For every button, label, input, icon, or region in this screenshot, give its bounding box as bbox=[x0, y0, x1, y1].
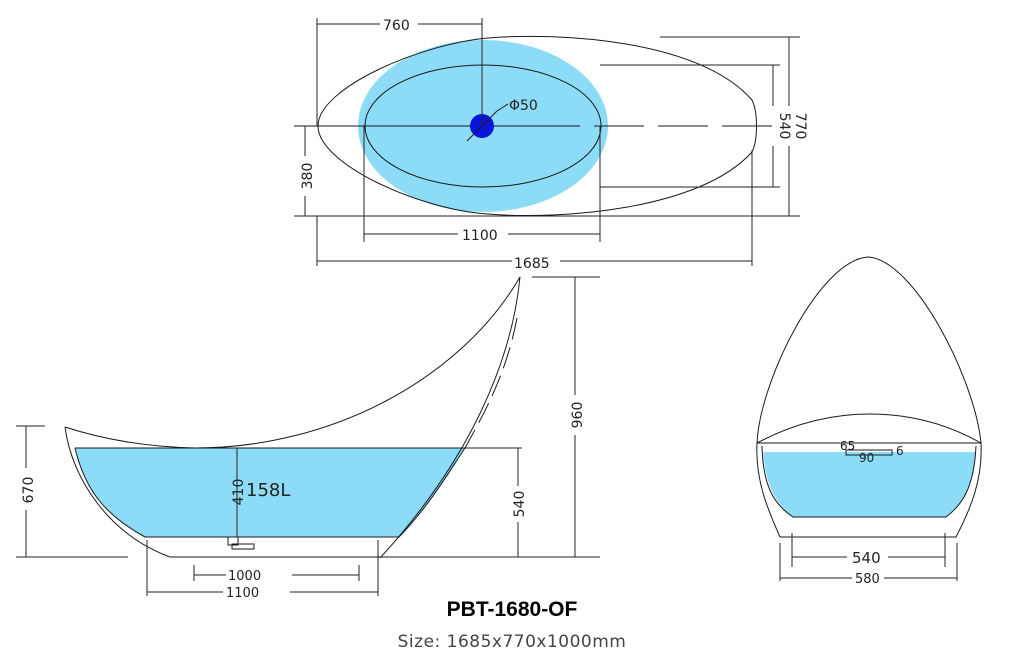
dim-end-base-outer: 580 bbox=[855, 572, 880, 587]
dim-water-depth: 410 bbox=[231, 479, 247, 506]
dim-inner-length: 1100 bbox=[462, 228, 498, 244]
dim-outer-width: 770 bbox=[792, 113, 808, 140]
dim-end-base-inner: 540 bbox=[852, 549, 881, 567]
end-rim-curve bbox=[756, 413, 982, 444]
dim-drain-diameter: Φ50 bbox=[509, 98, 538, 114]
top-view: Φ50 760 540 770 380 1100 1685 bbox=[294, 18, 808, 272]
dim-drain-offset: 760 bbox=[383, 18, 410, 34]
end-outer-shell bbox=[756, 256, 982, 538]
waste-fitting bbox=[227, 536, 239, 546]
side-outer-shell bbox=[64, 276, 521, 559]
dim-overall-length: 1685 bbox=[514, 256, 550, 272]
end-view: 65 90 6 540 580 bbox=[756, 256, 982, 587]
end-water-area bbox=[763, 452, 976, 517]
side-water-area bbox=[75, 448, 465, 537]
model-title: PBT-1680-OF bbox=[446, 598, 578, 621]
dim-inner-depth: 540 bbox=[512, 491, 528, 518]
dim-overflow-offset: 65 bbox=[840, 439, 855, 453]
dim-overflow-height: 6 bbox=[896, 444, 904, 458]
side-view: 410 158L 670 540 960 1000 1100 bbox=[16, 276, 600, 601]
dim-base-outer: 1100 bbox=[226, 586, 259, 601]
dim-half-width: 380 bbox=[300, 163, 316, 190]
dim-overflow-length: 90 bbox=[859, 451, 874, 465]
dim-inner-width: 540 bbox=[776, 113, 792, 140]
dim-back-height: 960 bbox=[570, 402, 586, 429]
size-label: Size: 1685x770x1000mm bbox=[397, 632, 627, 652]
dim-base-inner: 1000 bbox=[228, 569, 261, 584]
dim-rim-height: 670 bbox=[21, 477, 37, 504]
capacity-label: 158L bbox=[246, 480, 290, 501]
overflow-fitting bbox=[845, 449, 893, 456]
